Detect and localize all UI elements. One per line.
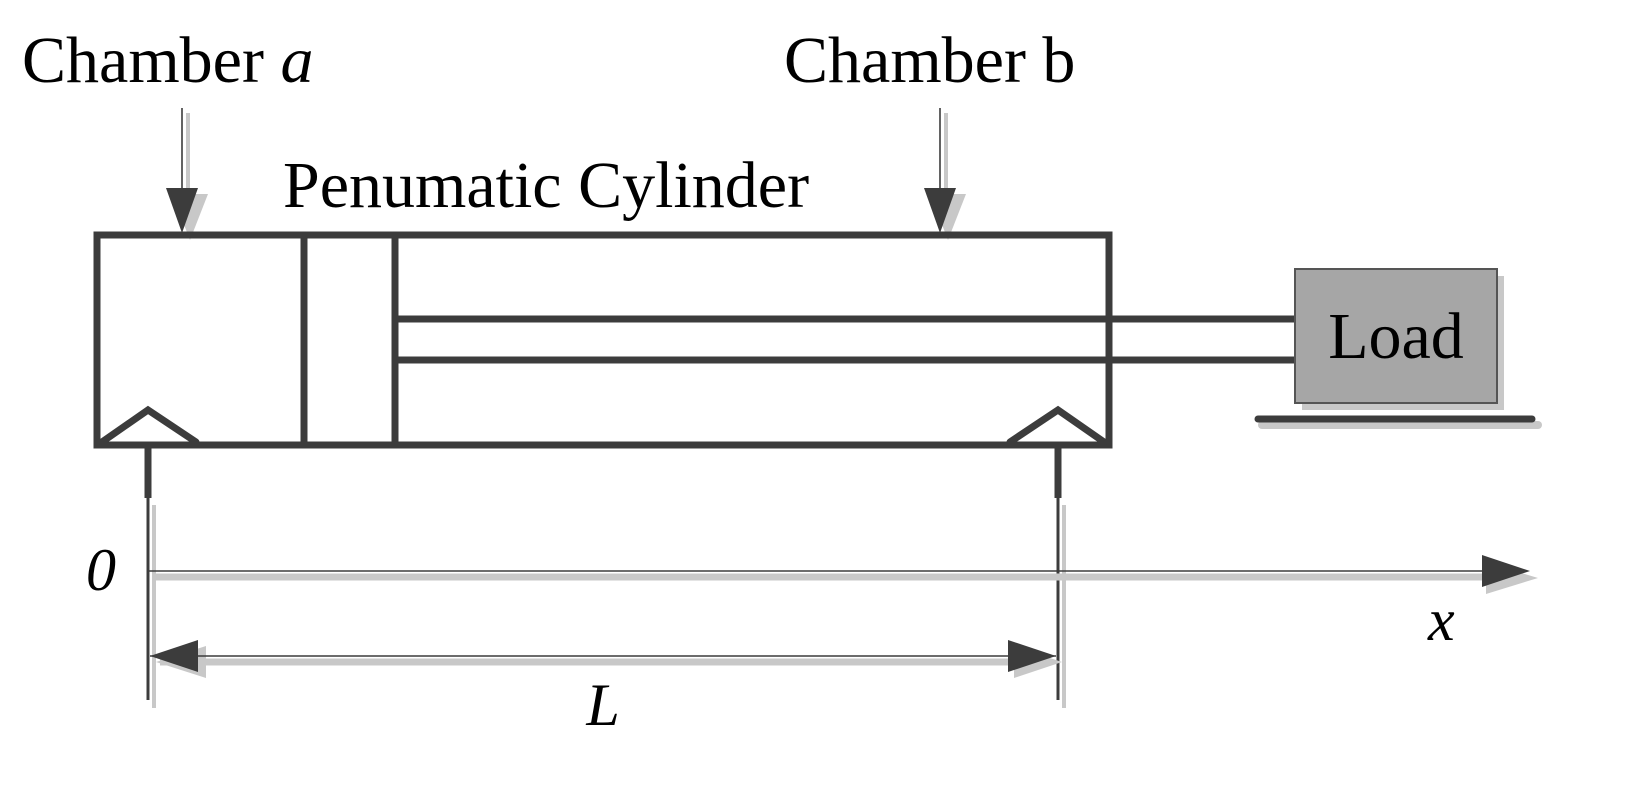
length-left-arrowhead — [150, 640, 198, 672]
chamber-b-arrow — [924, 108, 966, 240]
chamber-a-var: a — [280, 24, 313, 97]
ground-line — [1254, 415, 1542, 429]
piston — [300, 231, 399, 449]
load-label: Load — [1328, 300, 1464, 373]
load-block: Load — [1294, 268, 1504, 410]
x-axis-label: x — [1427, 587, 1455, 653]
cylinder-body — [93, 231, 1113, 449]
chamber-b-label: Chamber b — [784, 24, 1075, 97]
end-reference-line — [1054, 445, 1066, 708]
chamber-a-prefix: Chamber — [22, 24, 280, 97]
port-a-symbol — [98, 405, 200, 446]
piston-rod — [391, 315, 1300, 364]
length-label: L — [585, 672, 619, 738]
length-right-arrowhead — [1008, 640, 1056, 672]
chamber-a-arrow — [166, 108, 208, 240]
port-b-symbol — [1006, 405, 1108, 446]
origin-reference-line — [144, 445, 156, 708]
length-dimension — [150, 640, 1062, 678]
chamber-a-label: Chamber a — [22, 24, 313, 97]
x-axis — [148, 555, 1538, 594]
x-axis-arrowhead — [1482, 555, 1530, 587]
cylinder-label: Penumatic Cylinder — [283, 149, 809, 222]
origin-label: 0 — [86, 537, 116, 603]
